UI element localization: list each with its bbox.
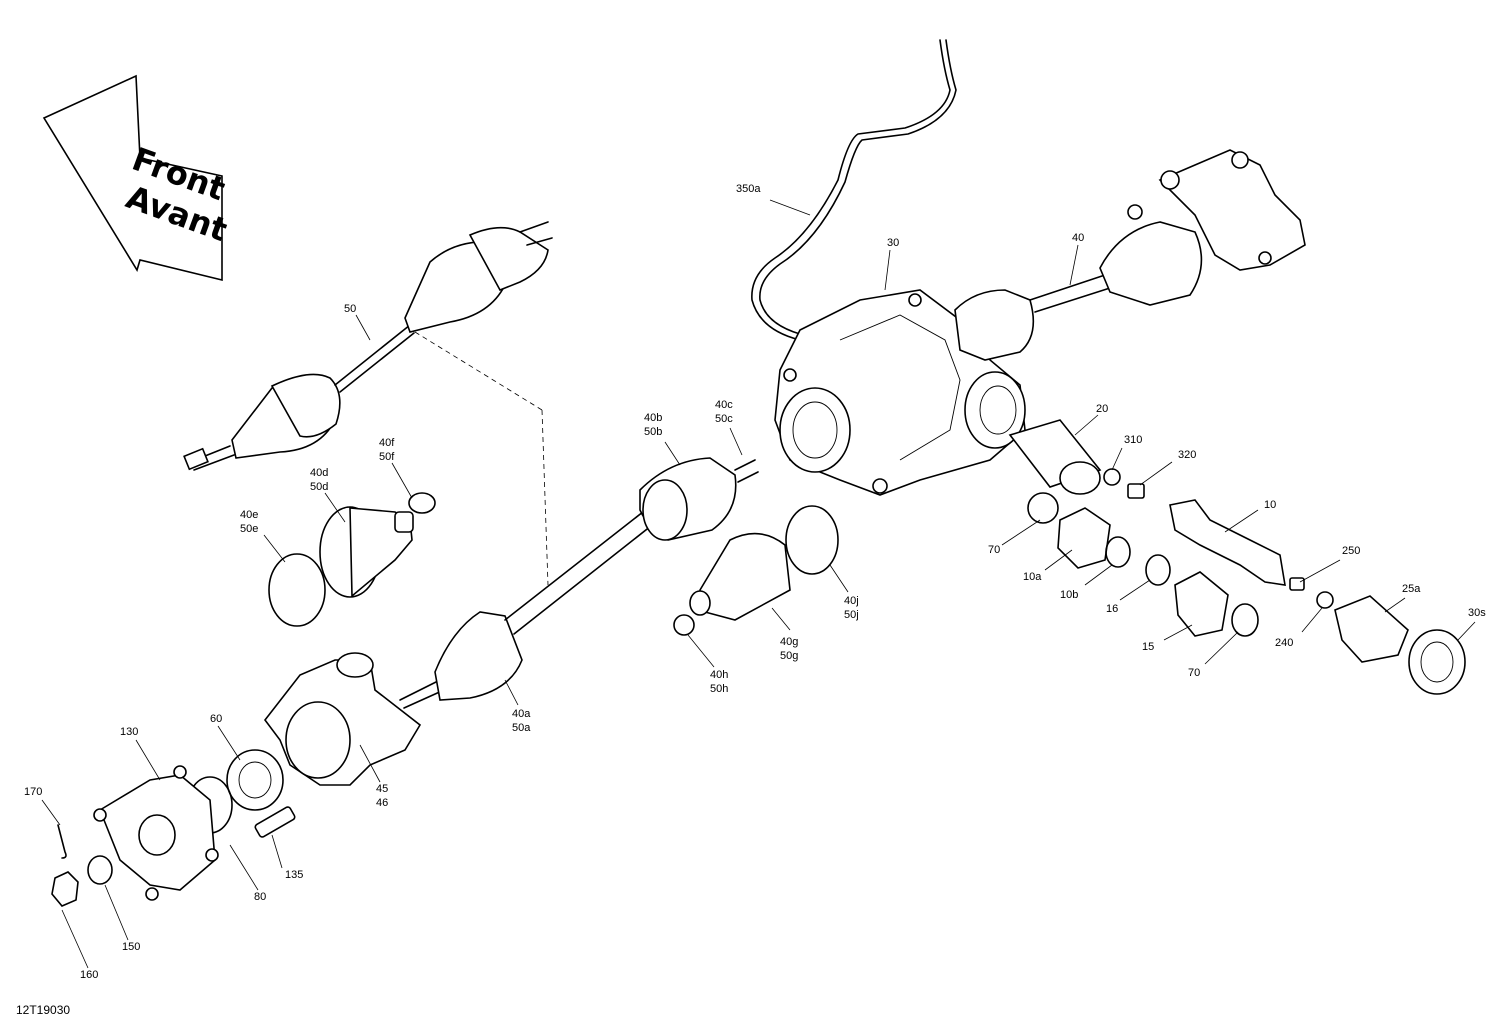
callout-labels: 50 40 30 350a 20 310 320 10 70 10a 10b 1…: [24, 183, 1486, 981]
callout-310: 310: [1124, 434, 1142, 446]
callout-50b: 50b: [644, 426, 662, 438]
callout-50h: 50h: [710, 683, 728, 695]
bushing-20: [1008, 419, 1102, 495]
clamp-40f: [408, 492, 436, 514]
bolt-320: [1127, 483, 1145, 499]
callout-50: 50: [344, 303, 356, 315]
callout-135: 135: [285, 869, 303, 881]
boot-15: [1174, 571, 1229, 637]
clamp-16: [1145, 554, 1171, 586]
washer-310: [1103, 468, 1121, 486]
sleeve-25a: [1334, 595, 1409, 663]
callout-40d: 40d: [310, 467, 328, 479]
clamp-40j: [785, 505, 839, 575]
breather-hose-350a: [751, 39, 951, 353]
knuckle-45-46: [263, 652, 422, 786]
callout-50f: 50f: [379, 451, 395, 463]
drive-shaft-upper: [183, 221, 553, 471]
callout-60: 60: [210, 713, 222, 725]
clamp-70-upper: [1027, 492, 1059, 524]
callout-45: 45: [376, 783, 388, 795]
boot-10a: [1057, 507, 1111, 569]
clamp-40e: [268, 553, 326, 627]
callout-30: 30: [887, 237, 899, 249]
callout-40: 40: [1072, 232, 1084, 244]
callout-40f: 40f: [379, 437, 395, 449]
washer-150: [87, 855, 113, 885]
callout-50d: 50d: [310, 481, 328, 493]
callout-50j: 50j: [844, 609, 859, 621]
callout-350a: 350a: [736, 183, 761, 195]
callout-20: 20: [1096, 403, 1108, 415]
callout-250: 250: [1342, 545, 1360, 557]
callout-50e: 50e: [240, 523, 258, 535]
callout-40c: 40c: [715, 399, 733, 411]
callout-130: 130: [120, 726, 138, 738]
callout-160: 160: [80, 969, 98, 981]
bearing-60: [226, 749, 284, 811]
wheel-hub-130: [93, 765, 219, 901]
callout-10b: 10b: [1060, 589, 1078, 601]
boot-40g: [689, 532, 791, 621]
callout-40a: 40a: [512, 708, 531, 720]
callout-25a: 25a: [1402, 583, 1421, 595]
front-direction-arrow: Front Avant: [42, 74, 232, 282]
callout-10a: 10a: [1023, 571, 1042, 583]
callout-15: 15: [1142, 641, 1154, 653]
callout-40b: 40b: [644, 412, 662, 424]
castle-nut-160: [51, 871, 79, 907]
callout-40j: 40j: [844, 595, 859, 607]
callout-50g: 50g: [780, 650, 798, 662]
callout-80: 80: [254, 891, 266, 903]
callout-16: 16: [1106, 603, 1118, 615]
clamp-10b: [1105, 536, 1131, 568]
stud-135: [254, 806, 296, 838]
callout-40g: 40g: [780, 636, 798, 648]
callout-320: 320: [1178, 449, 1196, 461]
callout-40e: 40e: [240, 509, 258, 521]
drive-shaft-right: [954, 149, 1306, 361]
drawing-code: 12T19030: [16, 1003, 70, 1017]
callout-50c: 50c: [715, 413, 733, 425]
callout-30s: 30s: [1468, 607, 1486, 619]
boot-40d: [319, 506, 414, 598]
drive-shaft-center: [399, 457, 759, 709]
shaft-10: [1169, 499, 1286, 586]
callout-46: 46: [376, 797, 388, 809]
leader-lines: [41, 199, 1476, 969]
callout-10: 10: [1264, 499, 1276, 511]
clamp-40h: [673, 614, 695, 636]
clamp-70-lower: [1231, 603, 1259, 637]
bolt-250: [1289, 577, 1305, 591]
callout-70-lower: 70: [1188, 667, 1200, 679]
seal-30s: [1408, 629, 1466, 695]
callout-150: 150: [122, 941, 140, 953]
washer-240: [1316, 591, 1334, 609]
callout-50a: 50a: [512, 722, 531, 734]
callout-240: 240: [1275, 637, 1293, 649]
cotter-pin-170: [57, 824, 67, 859]
callout-170: 170: [24, 786, 42, 798]
callout-70-upper: 70: [988, 544, 1000, 556]
callout-40h: 40h: [710, 669, 728, 681]
